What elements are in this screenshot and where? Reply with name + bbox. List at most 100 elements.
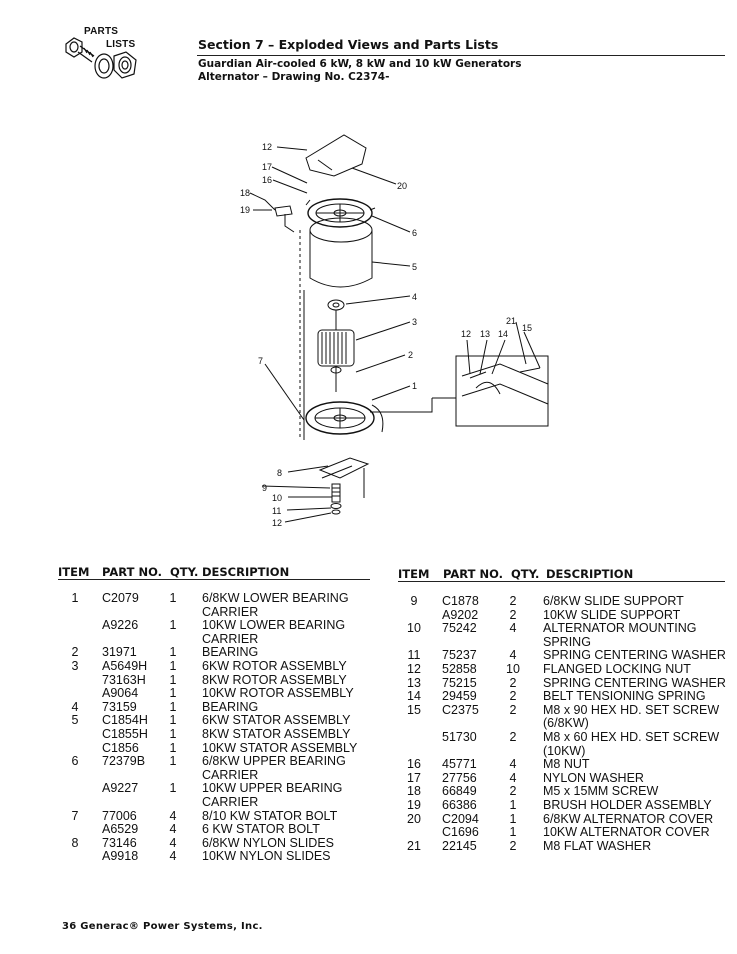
quantity: 2 bbox=[509, 607, 517, 622]
part-number: A6529 bbox=[102, 822, 139, 837]
part-number: A9226 bbox=[102, 618, 139, 633]
item-number: 7 bbox=[71, 808, 79, 823]
callout-1: 1 bbox=[412, 381, 417, 391]
part-number: A9064 bbox=[102, 686, 139, 701]
quantity: 10 bbox=[506, 662, 520, 676]
description: M8 FLAT WASHER bbox=[543, 838, 652, 853]
part-number: 75242 bbox=[442, 621, 477, 636]
callout-21: 21 bbox=[506, 316, 516, 326]
parts-lists-logo: PARTS LISTS bbox=[58, 26, 158, 86]
quantity: 4 bbox=[169, 822, 177, 837]
item-number: 18 bbox=[407, 784, 421, 799]
part-number: 73146 bbox=[102, 835, 137, 850]
part-number: 75215 bbox=[442, 675, 477, 690]
table-row: (10KW) bbox=[0, 744, 737, 758]
left-header-part-no: PART NO. bbox=[102, 565, 162, 579]
description: 6KW ROTOR ASSEMBLY bbox=[202, 659, 347, 673]
description: 6/8KW ALTERNATOR COVER bbox=[543, 811, 714, 826]
quantity: 4 bbox=[509, 770, 517, 785]
description: 8KW STATOR ASSEMBLY bbox=[202, 727, 351, 741]
table-row: CARRIER bbox=[0, 605, 737, 619]
callout-10: 10 bbox=[272, 493, 282, 503]
quantity: 1 bbox=[169, 591, 177, 605]
item-number: 10 bbox=[407, 621, 421, 636]
description: SPRING bbox=[543, 634, 591, 649]
callout-16: 16 bbox=[262, 175, 272, 185]
callout-18: 18 bbox=[240, 188, 250, 198]
description: 6KW STATOR ASSEMBLY bbox=[202, 713, 351, 728]
callout-20: 20 bbox=[397, 181, 407, 191]
part-number: 51730 bbox=[442, 730, 477, 744]
description: 10KW SLIDE SUPPORT bbox=[543, 607, 681, 622]
part-number: C1856 bbox=[102, 740, 139, 755]
part-number: 29459 bbox=[442, 689, 477, 704]
description: FLANGED LOCKING NUT bbox=[543, 662, 691, 676]
part-number: 31971 bbox=[102, 645, 137, 660]
description: CARRIER bbox=[202, 604, 259, 619]
quantity: 1 bbox=[509, 811, 517, 826]
part-number: 66849 bbox=[442, 784, 477, 799]
quantity: 1 bbox=[169, 740, 177, 755]
right-header-rule bbox=[398, 581, 725, 582]
description: CARRIER bbox=[202, 631, 259, 646]
item-number: 20 bbox=[407, 811, 421, 826]
quantity: 2 bbox=[509, 784, 517, 799]
item-number: 6 bbox=[71, 754, 79, 769]
quantity: 1 bbox=[169, 618, 177, 633]
part-number: 66386 bbox=[442, 798, 477, 812]
part-number: A9918 bbox=[102, 849, 139, 864]
description: 6/8KW NYLON SLIDES bbox=[202, 835, 334, 850]
description: 10KW ALTERNATOR COVER bbox=[543, 825, 710, 840]
table-row: CARRIER bbox=[0, 795, 737, 809]
description: 6/8KW UPPER BEARING bbox=[202, 754, 346, 769]
description: 8KW ROTOR ASSEMBLY bbox=[202, 672, 347, 687]
quantity: 1 bbox=[169, 713, 177, 728]
callout-5: 5 bbox=[412, 262, 417, 272]
description: BEARING bbox=[202, 645, 259, 660]
part-number: 73163H bbox=[102, 672, 146, 687]
description: M8 x 60 HEX HD. SET SCREW bbox=[543, 730, 720, 744]
logo-text-parts: PARTS bbox=[84, 26, 119, 37]
page-footer: 36 Generac® Power Systems, Inc. bbox=[62, 921, 263, 932]
description: BEARING bbox=[202, 699, 259, 714]
table-row: SPRING bbox=[0, 635, 737, 649]
subtitle-drawing-no: Alternator – Drawing No. C2374- bbox=[198, 71, 390, 83]
header-rule bbox=[197, 55, 725, 56]
callout-11: 11 bbox=[272, 506, 281, 516]
part-number: C1855H bbox=[102, 727, 148, 741]
quantity: 4 bbox=[509, 757, 517, 772]
callout-12-inset: 12 bbox=[461, 329, 471, 339]
description: 10KW NYLON SLIDES bbox=[202, 849, 331, 864]
description: NYLON WASHER bbox=[543, 770, 644, 785]
quantity: 2 bbox=[509, 675, 517, 690]
exploded-view-drawing: 12 17 16 18 19 20 6 5 4 3 2 1 7 8 9 10 1… bbox=[240, 134, 549, 528]
right-header-description: DESCRIPTION bbox=[546, 567, 634, 581]
item-number: 8 bbox=[71, 835, 79, 850]
part-number: A9227 bbox=[102, 781, 139, 796]
left-header-item: ITEM bbox=[58, 565, 90, 579]
part-number: C2079 bbox=[102, 591, 139, 605]
item-number: 11 bbox=[407, 648, 421, 663]
callout-12-top: 12 bbox=[262, 142, 272, 152]
part-number: 45771 bbox=[442, 757, 477, 772]
description: SPRING CENTERING WASHER bbox=[543, 648, 726, 663]
callout-2: 2 bbox=[408, 350, 413, 360]
part-number: 27756 bbox=[442, 770, 477, 785]
left-header-rule bbox=[58, 579, 370, 580]
description: 10KW ROTOR ASSEMBLY bbox=[202, 686, 354, 701]
